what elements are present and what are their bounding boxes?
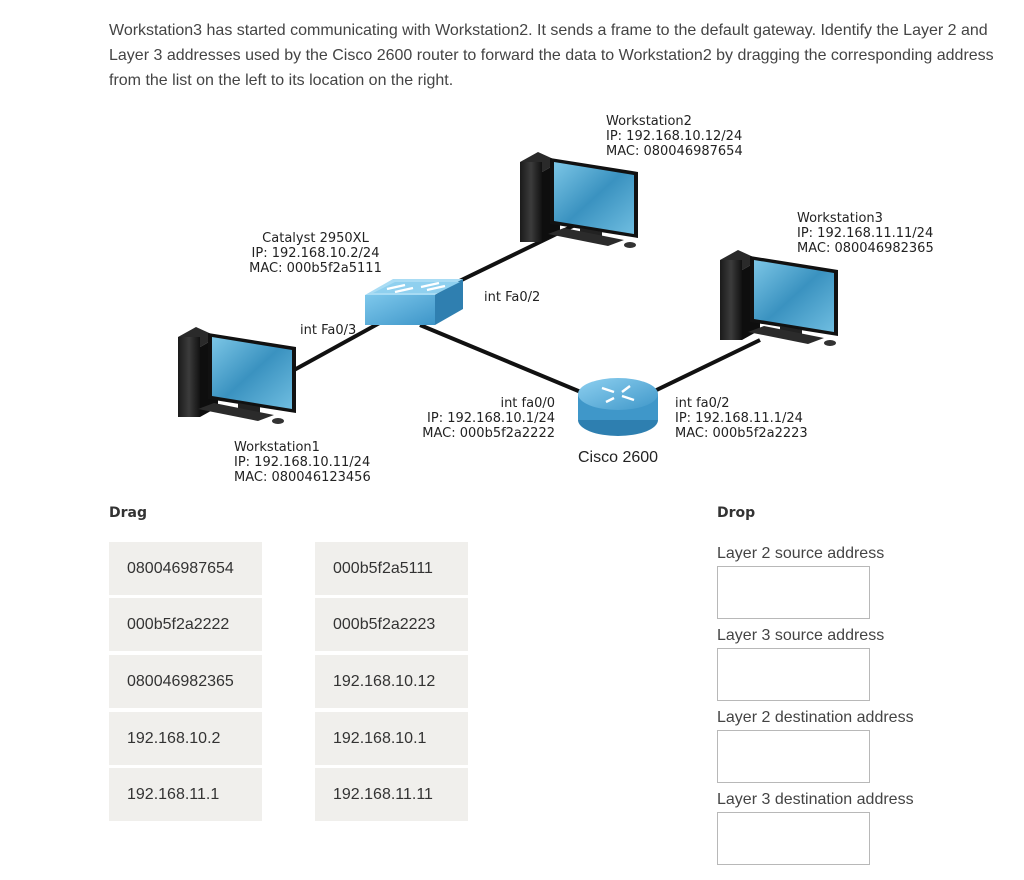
workstation1-mac: MAC: 080046123456 [234, 470, 371, 485]
diagram-canvas [178, 152, 838, 436]
router-name-label: Cisco 2600 [578, 449, 659, 466]
workstation1-ip: IP: 192.168.10.11/24 [234, 455, 371, 470]
workstation3-name: Workstation3 [797, 211, 883, 226]
cable-switch-router [419, 323, 601, 402]
workstation1-label: Workstation1 IP: 192.168.10.11/24 MAC: 0… [234, 440, 371, 485]
drag-item[interactable]: 000b5f2a5111 [315, 542, 468, 595]
switch-port-ws1-label: int Fa0/3 [300, 323, 357, 338]
drop-label-l3-source: Layer 3 source address [717, 627, 885, 644]
drag-item[interactable]: 192.168.10.2 [109, 712, 262, 765]
workstation2-ip: IP: 192.168.10.12/24 [606, 129, 743, 144]
cable-router-ws3 [639, 338, 761, 400]
cable-switch-ws1 [284, 318, 386, 377]
router-fa00-port: int fa0/0 [500, 396, 555, 411]
workstation3-icon [720, 250, 838, 346]
switch-name: Catalyst 2950XL [262, 231, 369, 246]
switch-ip: IP: 192.168.10.2/24 [251, 246, 380, 261]
drop-target-l2-destination[interactable] [717, 730, 870, 783]
workstation2-label: Workstation2 IP: 192.168.10.12/24 MAC: 0… [606, 114, 743, 159]
drag-item[interactable]: 000b5f2a2222 [109, 598, 262, 651]
router-fa00-mac: MAC: 000b5f2a2222 [422, 426, 555, 441]
drop-target-l3-source[interactable] [717, 648, 870, 701]
drop-label-l3-destination: Layer 3 destination address [717, 791, 914, 808]
drop-target-l2-source[interactable] [717, 566, 870, 619]
router-fa02-ip: IP: 192.168.11.1/24 [675, 411, 803, 426]
router-fa02-port: int fa0/2 [675, 396, 730, 411]
router-fa00-ip: IP: 192.168.10.1/24 [427, 411, 555, 426]
drag-item[interactable]: 192.168.10.1 [315, 712, 468, 765]
switch-port-ws2-label: int Fa0/2 [484, 290, 541, 305]
drag-item[interactable]: 192.168.10.12 [315, 655, 468, 708]
switch-mac: MAC: 000b5f2a5111 [249, 261, 382, 276]
workstation3-mac: MAC: 080046982365 [797, 241, 934, 256]
drag-item[interactable]: 192.168.11.1 [109, 768, 262, 821]
router-fa02-mac: MAC: 000b5f2a2223 [675, 426, 808, 441]
switch-icon [365, 279, 463, 325]
router-fa00-label: int fa0/0 IP: 192.168.10.1/24 MAC: 000b5… [405, 396, 555, 441]
drag-item[interactable]: 000b5f2a2223 [315, 598, 468, 651]
network-diagram: Workstation2 IP: 192.168.10.12/24 MAC: 0… [178, 114, 934, 485]
workstation3-label: Workstation3 IP: 192.168.11.11/24 MAC: 0… [797, 211, 934, 256]
router-icon [578, 378, 658, 436]
drag-item[interactable]: 192.168.11.11 [315, 768, 468, 821]
workstation2-mac: MAC: 080046987654 [606, 144, 743, 159]
question-text: Workstation3 has started communicating w… [109, 22, 994, 89]
workstation3-ip: IP: 192.168.11.11/24 [797, 226, 934, 241]
router-fa02-label: int fa0/2 IP: 192.168.11.1/24 MAC: 000b5… [675, 396, 808, 441]
drop-target-l3-destination[interactable] [717, 812, 870, 865]
drop-label-l2-destination: Layer 2 destination address [717, 709, 914, 726]
workstation2-name: Workstation2 [606, 114, 692, 129]
switch-label: Catalyst 2950XL IP: 192.168.10.2/24 MAC:… [243, 231, 388, 276]
drag-item[interactable]: 080046987654 [109, 542, 262, 595]
drag-title: Drag [109, 505, 147, 521]
drop-title: Drop [717, 505, 756, 521]
workstation1-icon [178, 327, 296, 424]
drop-label-l2-source: Layer 2 source address [717, 545, 885, 562]
drag-item[interactable]: 080046982365 [109, 655, 262, 708]
workstation1-name: Workstation1 [234, 440, 320, 455]
workstation2-icon [520, 152, 638, 248]
